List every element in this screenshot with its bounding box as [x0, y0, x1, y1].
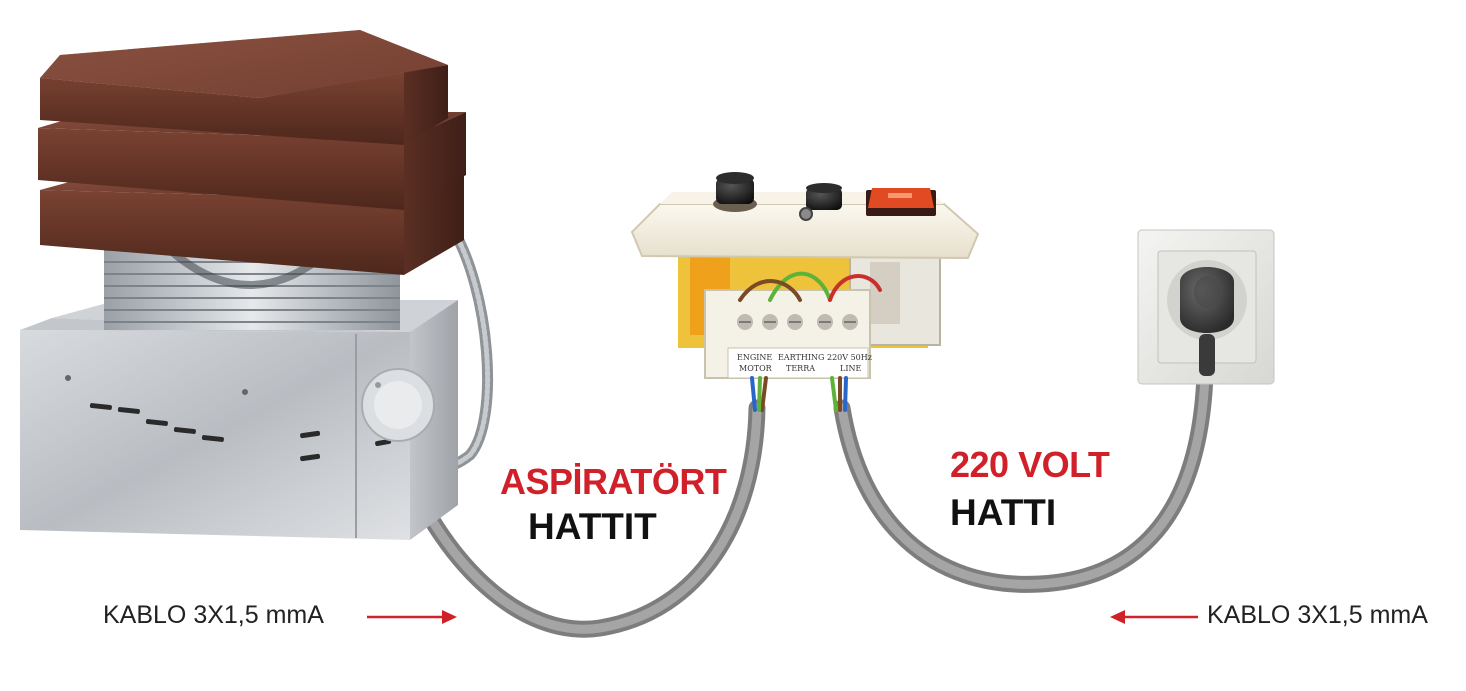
aspirator-line-subtitle: HATTIT	[528, 506, 657, 547]
arrow-right-icon	[367, 610, 457, 624]
cable-spec-left: KABLO 3X1,5 mmA	[103, 601, 324, 629]
arrow-left-icon	[1110, 610, 1198, 624]
cable-aspirator-line	[391, 399, 766, 638]
wall-socket-image	[1137, 229, 1275, 385]
voltage-line-subtitle: HATTI	[950, 492, 1057, 533]
cable-power-line	[833, 366, 1214, 593]
speed-controller-image: ENGINE MOTOR EARTHING TERRA 220V 50Hz LI…	[630, 172, 980, 412]
terminal-label-line-1: 220V 50Hz	[827, 353, 872, 362]
terminal-label-earth-2: TERRA	[786, 364, 815, 373]
terminal-label-earth-1: EARTHING	[778, 353, 824, 362]
cable-spec-right: KABLO 3X1,5 mmA	[1207, 601, 1428, 629]
aspirator-line-title: ASPİRATÖRT	[500, 461, 727, 502]
voltage-line-title: 220 VOLT	[950, 444, 1110, 485]
terminal-label-line-2: LINE	[840, 364, 861, 373]
terminal-label-motor-2: MOTOR	[739, 364, 773, 373]
terminal-label-motor-1: ENGINE	[737, 353, 772, 362]
chimney-fan-image	[20, 30, 494, 540]
